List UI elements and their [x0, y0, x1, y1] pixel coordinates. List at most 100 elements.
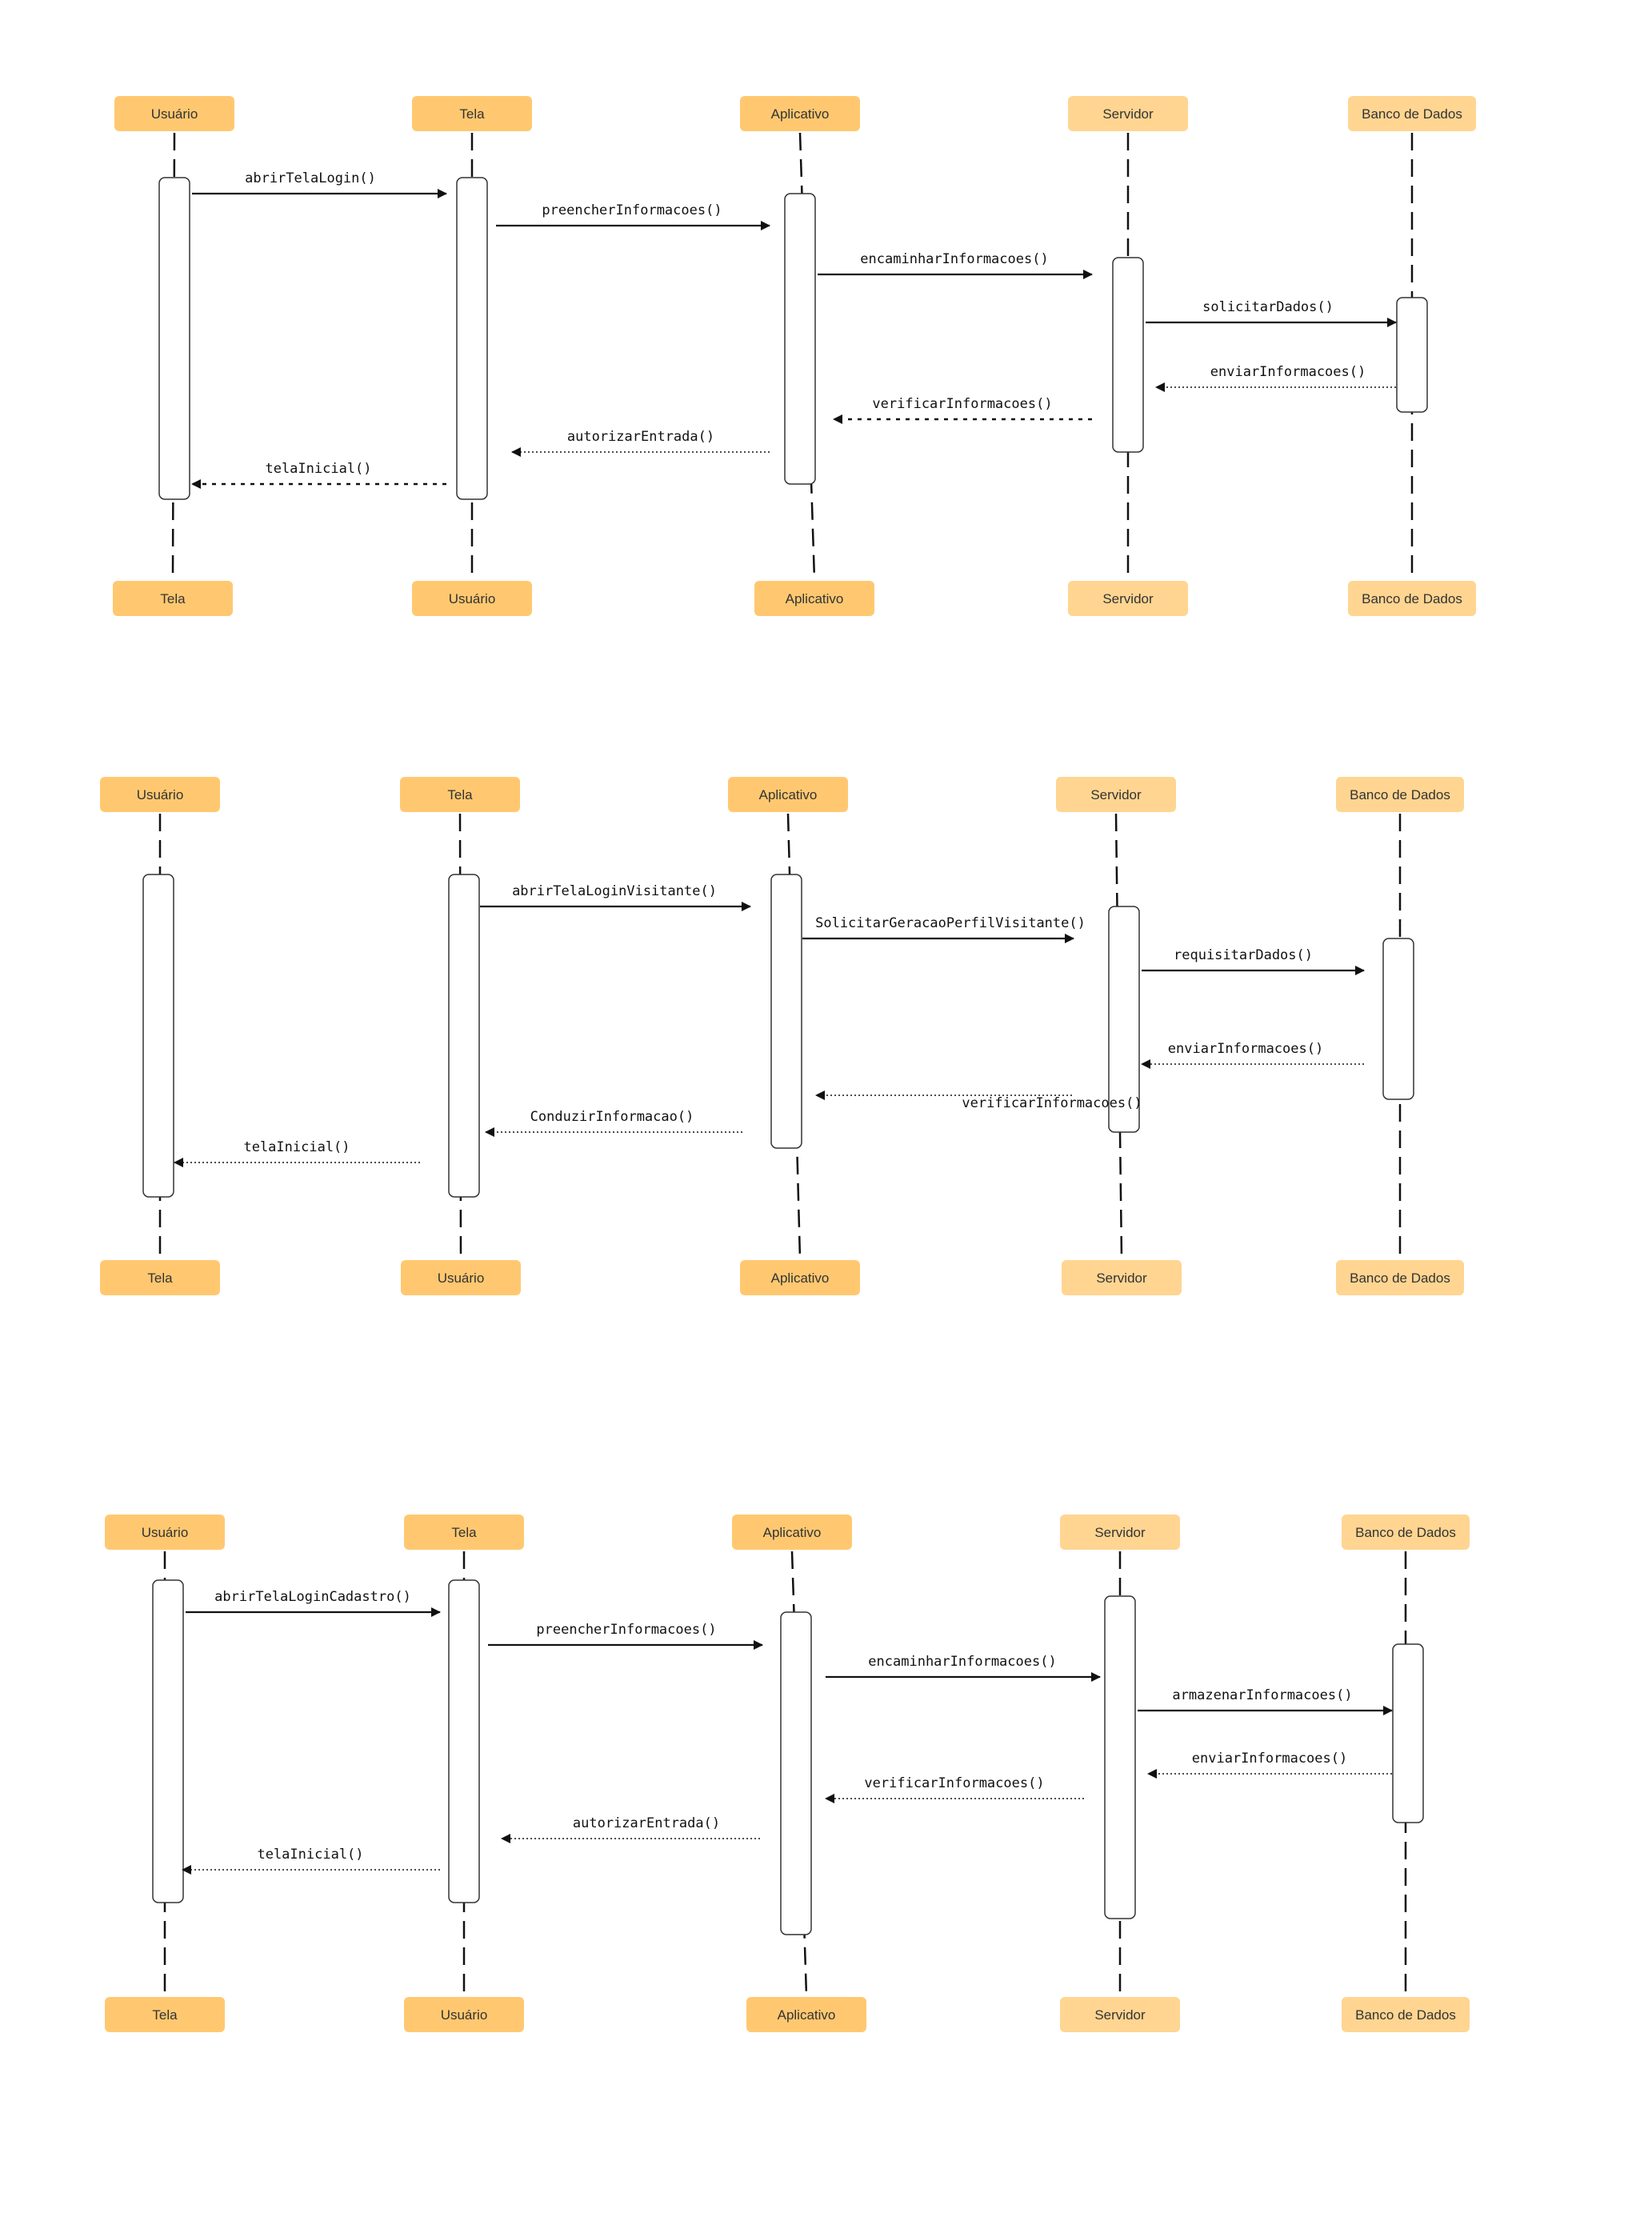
activation-bar-1-5 — [1396, 297, 1428, 413]
participant-top-3-usuario-box — [105, 1515, 225, 1550]
participant-bottom-1-servidor-box — [1068, 581, 1188, 616]
participant-bottom-3-servidor-box — [1060, 1997, 1180, 2032]
participant-top-2-usuario-label: Usuário — [137, 787, 184, 802]
participant-bottom-2-servidor-box — [1062, 1260, 1182, 1295]
message-label-1-1: abrirTelaLogin() — [245, 170, 376, 186]
participant-bottom-3-servidor-label: Servidor — [1094, 2007, 1146, 2023]
participant-top-1-aplicativo-box — [740, 96, 860, 131]
participant-top-2-tela-box — [400, 777, 520, 812]
participant-bottom-3-aplicativo-label: Aplicativo — [778, 2007, 836, 2023]
activation-bar-2-5 — [1382, 938, 1414, 1100]
participant-top-1-tela-box — [412, 96, 532, 131]
participant-top-2-aplicativo-box — [728, 777, 848, 812]
participant-top-1-usuario-label: Usuário — [151, 106, 198, 122]
participant-bottom-2-usuario-label: Usuário — [438, 1271, 485, 1286]
message-label-3-5: enviarInformacoes() — [1192, 1751, 1347, 1767]
participant-top-2-banco-de-dados-box — [1336, 777, 1464, 812]
participant-bottom-3-usuario-box — [404, 1997, 524, 2032]
message-label-2-4: enviarInformacoes() — [1168, 1041, 1323, 1057]
participant-top-3-aplicativo-box — [732, 1515, 852, 1550]
participant-top-2-servidor-label: Servidor — [1090, 787, 1142, 802]
message-label-3-8: telaInicial() — [257, 1847, 363, 1863]
activation-bar-3-2 — [448, 1579, 480, 1903]
message-label-1-5: enviarInformacoes() — [1210, 364, 1366, 380]
message-label-3-6: verificarInformacoes() — [864, 1775, 1044, 1791]
participant-bottom-1-banco-de-dados-label: Banco de Dados — [1362, 591, 1462, 606]
participant-bottom-1-usuario-box — [412, 581, 532, 616]
participant-bottom-1-tela-label: Tela — [160, 591, 186, 606]
participant-top-3-tela-label: Tela — [451, 1525, 477, 1540]
message-label-2-2: SolicitarGeracaoPerfilVisitante() — [815, 915, 1086, 931]
message-label-2-7: telaInicial() — [243, 1139, 350, 1155]
message-label-1-7: autorizarEntrada() — [567, 429, 714, 445]
participant-bottom-2-banco-de-dados-box — [1336, 1260, 1464, 1295]
participant-bottom-1-aplicativo-label: Aplicativo — [786, 591, 844, 606]
participant-bottom-3-tela-box — [105, 1997, 225, 2032]
participant-top-1-servidor-box — [1068, 96, 1188, 131]
participant-bottom-1-tela-box — [113, 581, 233, 616]
participant-top-1-aplicativo-label: Aplicativo — [771, 106, 830, 122]
message-label-3-2: preencherInformacoes() — [536, 1622, 716, 1638]
message-label-1-8: telaInicial() — [265, 461, 371, 477]
activation-bar-3-3 — [780, 1611, 812, 1935]
participant-top-3-servidor-box — [1060, 1515, 1180, 1550]
participant-top-1-usuario-box — [114, 96, 234, 131]
participant-bottom-3-banco-de-dados-label: Banco de Dados — [1355, 2007, 1456, 2023]
activation-bar-2-4 — [1108, 906, 1140, 1133]
participant-top-1-banco-de-dados-label: Banco de Dados — [1362, 106, 1462, 122]
activation-bar-1-3 — [784, 193, 816, 485]
participant-top-3-banco-de-dados-label: Banco de Dados — [1355, 1525, 1456, 1540]
activation-bar-3-5 — [1392, 1643, 1424, 1823]
participant-top-1-servidor-label: Servidor — [1102, 106, 1154, 122]
activation-bar-2-2 — [448, 874, 480, 1198]
message-label-2-5: verificarInformacoes() — [962, 1095, 1142, 1111]
participant-top-1-banco-de-dados-box — [1348, 96, 1476, 131]
participant-top-2-servidor-box — [1056, 777, 1176, 812]
participant-bottom-2-tela-box — [100, 1260, 220, 1295]
participant-top-3-aplicativo-label: Aplicativo — [763, 1525, 822, 1540]
participant-bottom-3-usuario-label: Usuário — [441, 2007, 488, 2023]
activation-bar-1-4 — [1112, 257, 1144, 453]
participant-top-3-usuario-label: Usuário — [142, 1525, 189, 1540]
participant-bottom-1-aplicativo-box — [754, 581, 874, 616]
participant-bottom-2-banco-de-dados-label: Banco de Dados — [1350, 1271, 1450, 1286]
participant-top-3-tela-box — [404, 1515, 524, 1550]
participant-bottom-3-banco-de-dados-box — [1342, 1997, 1470, 2032]
participant-bottom-3-aplicativo-box — [746, 1997, 866, 2032]
participant-bottom-3-tela-label: Tela — [152, 2007, 178, 2023]
activation-bar-1-1 — [158, 177, 190, 500]
participant-bottom-1-banco-de-dados-box — [1348, 581, 1476, 616]
participant-top-2-usuario-box — [100, 777, 220, 812]
activation-bar-1-2 — [456, 177, 488, 500]
participant-bottom-1-usuario-label: Usuário — [449, 591, 496, 606]
participant-top-2-aplicativo-label: Aplicativo — [759, 787, 818, 802]
participant-top-2-tela-label: Tela — [447, 787, 473, 802]
participant-top-3-banco-de-dados-box — [1342, 1515, 1470, 1550]
activation-bar-2-1 — [142, 874, 174, 1198]
activation-bar-2-3 — [770, 874, 802, 1149]
message-label-1-3: encaminharInformacoes() — [860, 251, 1048, 267]
activation-bar-3-4 — [1104, 1595, 1136, 1919]
participant-bottom-2-servidor-label: Servidor — [1096, 1271, 1147, 1286]
message-label-2-1: abrirTelaLoginVisitante() — [512, 883, 717, 899]
message-label-3-4: armazenarInformacoes() — [1172, 1687, 1352, 1703]
message-label-3-3: encaminharInformacoes() — [868, 1654, 1056, 1670]
participant-bottom-2-aplicativo-label: Aplicativo — [771, 1271, 830, 1286]
message-label-2-3: requisitarDados() — [1174, 947, 1313, 963]
message-label-1-6: verificarInformacoes() — [872, 396, 1052, 412]
message-label-1-2: preencherInformacoes() — [542, 202, 722, 218]
participant-bottom-2-usuario-box — [401, 1260, 521, 1295]
participant-top-2-banco-de-dados-label: Banco de Dados — [1350, 787, 1450, 802]
participant-top-1-tela-label: Tela — [459, 106, 485, 122]
participant-bottom-1-servidor-label: Servidor — [1102, 591, 1154, 606]
message-label-3-7: autorizarEntrada() — [573, 1815, 720, 1831]
message-label-2-6: ConduzirInformacao() — [530, 1109, 694, 1125]
participant-bottom-2-aplicativo-box — [740, 1260, 860, 1295]
participant-bottom-2-tela-label: Tela — [147, 1271, 173, 1286]
message-label-1-4: solicitarDados() — [1202, 299, 1334, 315]
activation-bar-3-1 — [152, 1579, 184, 1903]
message-label-3-1: abrirTelaLoginCadastro() — [214, 1589, 411, 1605]
participant-top-3-servidor-label: Servidor — [1094, 1525, 1146, 1540]
